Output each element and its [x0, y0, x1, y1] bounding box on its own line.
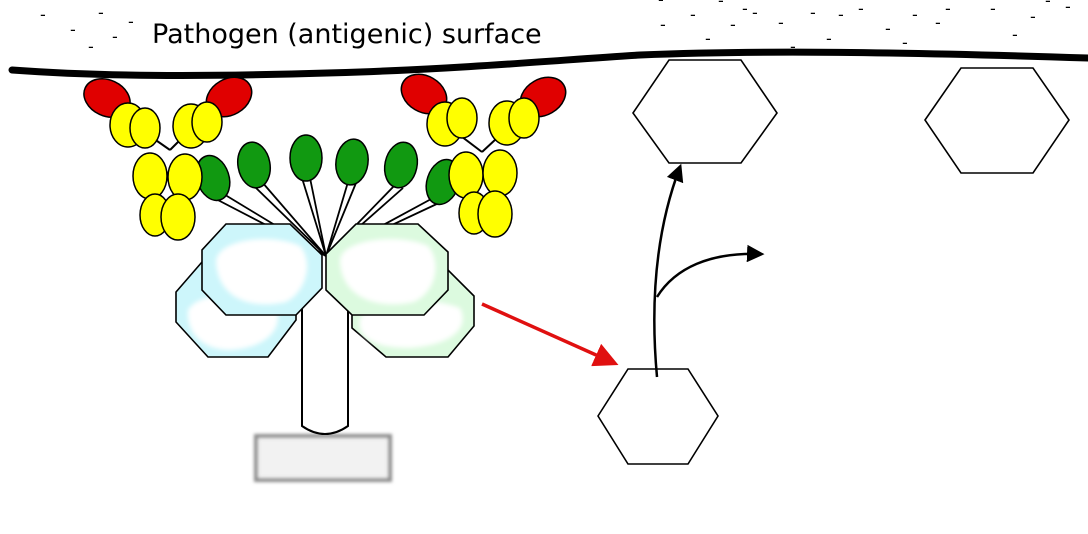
negative-charge-mark: -: [945, 0, 951, 18]
surface-membrane-line: [8, 48, 1088, 79]
negative-charge-mark: -: [40, 5, 46, 24]
negative-charge-mark: -: [690, 5, 696, 24]
globular-heads: [195, 134, 461, 206]
negative-charge-mark: -: [1065, 0, 1071, 16]
negative-charge-mark: -: [70, 20, 76, 39]
complex-stalk: [254, 290, 392, 482]
negative-charge-mark: -: [778, 13, 784, 32]
antibody-right: [400, 73, 567, 238]
free-hexagon: [597, 368, 719, 465]
negative-charge-mark: -: [858, 0, 864, 18]
negative-charge-mark: -: [1030, 7, 1036, 26]
negative-charge-mark: -: [1012, 25, 1018, 44]
surface-hexagon-2: [924, 67, 1070, 174]
negative-charge-mark: -: [718, 0, 724, 10]
negative-charge-mark: -: [902, 33, 908, 52]
negative-charge-mark: -: [658, 0, 664, 9]
negative-charge-mark: -: [752, 3, 758, 22]
activation-arrow: [481, 302, 619, 367]
surface-hexagon-1: [632, 59, 778, 164]
surface-charges: -------------------------------: [40, 0, 1071, 56]
deposition-arrow: [653, 163, 684, 378]
protease-right: [325, 223, 475, 358]
negative-charge-mark: -: [742, 0, 748, 18]
green-head: [236, 141, 272, 189]
negative-charge-mark: -: [838, 5, 844, 24]
stalk: [301, 290, 349, 435]
negative-charge-mark: -: [912, 5, 918, 24]
negative-charge-mark: -: [705, 29, 711, 48]
green-head: [335, 138, 369, 186]
pathway-arrows: [481, 163, 765, 378]
stalk-base: [254, 434, 392, 482]
negative-charge-mark: -: [966, 0, 972, 8]
negative-charge-mark: -: [88, 37, 94, 56]
protease-left: [175, 223, 323, 358]
surface-label: Pathogen (antigenic) surface: [152, 19, 542, 50]
green-head: [383, 141, 419, 189]
negative-charge-mark: -: [935, 13, 941, 32]
hexagon-group: [597, 59, 1070, 465]
negative-charge-mark: -: [660, 15, 666, 34]
antibody-left: [83, 76, 253, 241]
negative-charge-mark: -: [128, 12, 134, 31]
negative-charge-mark: -: [885, 19, 891, 38]
branch-arrow: [655, 244, 765, 298]
green-head: [289, 134, 323, 182]
negative-charge-mark: -: [826, 29, 832, 48]
pathogen-surface: Pathogen (antigenic) surface: [8, 19, 1088, 79]
negative-charge-mark: -: [730, 15, 736, 34]
negative-charge-mark: -: [1045, 0, 1051, 10]
negative-charge-mark: -: [810, 3, 816, 22]
negative-charge-mark: -: [990, 0, 996, 18]
negative-charge-mark: -: [98, 3, 104, 22]
negative-charge-mark: -: [790, 37, 796, 56]
negative-charge-mark: -: [112, 27, 118, 46]
